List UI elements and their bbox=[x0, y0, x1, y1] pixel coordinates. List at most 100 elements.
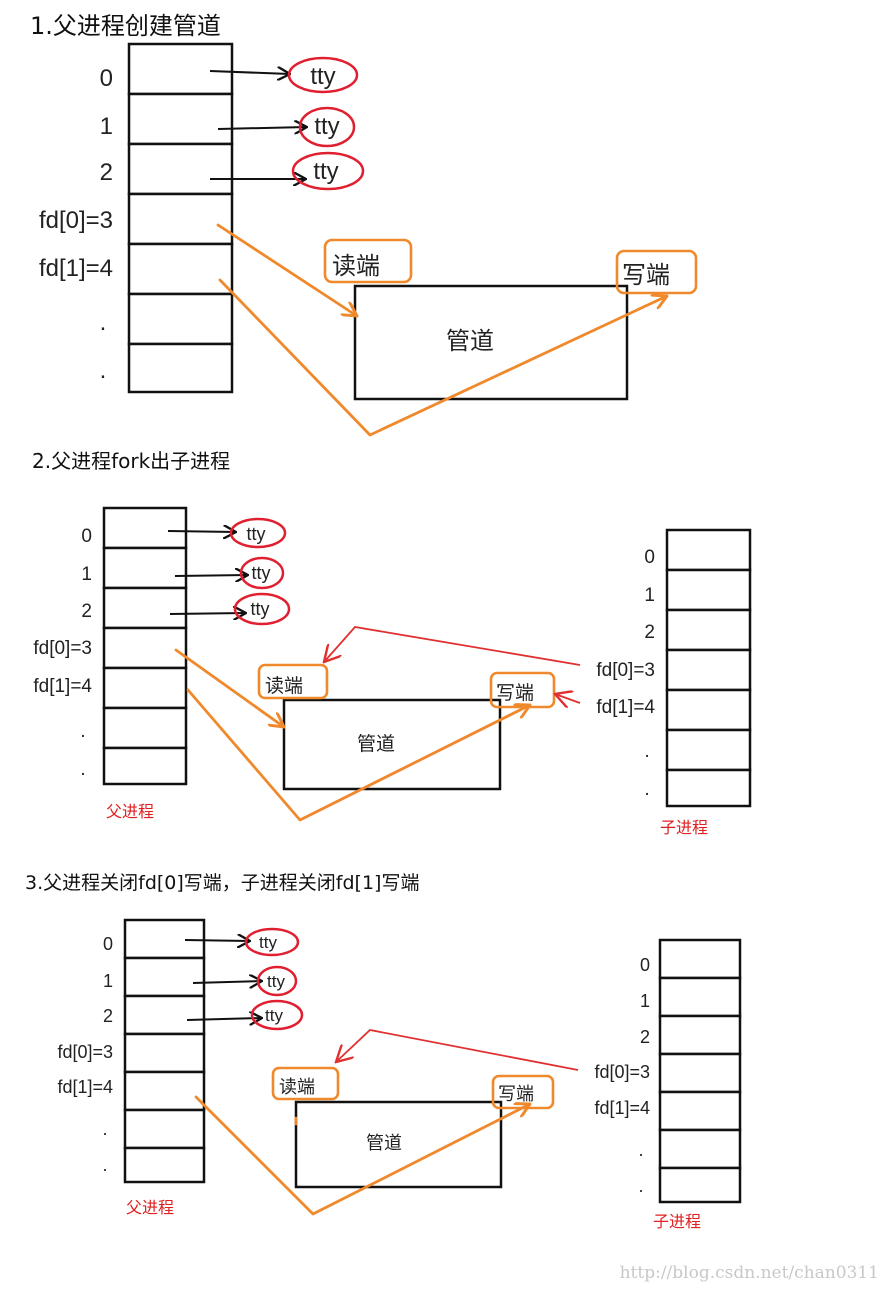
fd-label: fd[1]=4 bbox=[39, 255, 113, 282]
write-end-label: 写端 bbox=[498, 1084, 534, 1104]
step-2: 2.父进程fork出子进程 0 1 2 fd[0]=3 fd[1]=4 . . … bbox=[32, 449, 752, 837]
child-fd3-to-read-end-arrow bbox=[336, 1029, 579, 1071]
tty-label: tty bbox=[259, 933, 277, 952]
fd-label: 2 bbox=[100, 159, 113, 186]
fd-cell bbox=[127, 292, 234, 346]
arrow-to-tty bbox=[209, 71, 290, 74]
pipe-box bbox=[353, 284, 629, 401]
child-fd-table bbox=[665, 528, 752, 808]
fd-cell bbox=[123, 994, 206, 1036]
fd-label: 1 bbox=[81, 564, 92, 585]
tty-label: tty bbox=[310, 63, 335, 90]
parent-fd-table bbox=[123, 918, 206, 1184]
fd-cell bbox=[658, 976, 742, 1018]
arrow-to-tty bbox=[192, 981, 262, 983]
fd-cell bbox=[127, 92, 234, 146]
pipe-box bbox=[294, 1100, 503, 1189]
step-title: 3.父进程关闭fd[0]写端，子进程关闭fd[1]写端 bbox=[25, 872, 419, 894]
fd-cell bbox=[123, 1108, 206, 1150]
read-end-label: 读端 bbox=[332, 253, 380, 280]
fd-label: 1 bbox=[103, 971, 113, 991]
fd-cell bbox=[658, 1166, 742, 1204]
fd-label: 2 bbox=[640, 1027, 650, 1047]
fd-label: 2 bbox=[644, 622, 655, 643]
tty-circle bbox=[244, 927, 300, 957]
fd-label: . bbox=[638, 1176, 643, 1196]
tty-label: tty bbox=[250, 599, 269, 619]
fd-cell bbox=[127, 242, 234, 296]
fd-cell bbox=[658, 1014, 742, 1056]
pipe-label: 管道 bbox=[357, 733, 395, 755]
parent-fd-table bbox=[102, 506, 188, 786]
arrow-to-tty bbox=[169, 613, 246, 614]
tty-label: tty bbox=[251, 563, 270, 583]
pipe-label: 管道 bbox=[366, 1133, 402, 1153]
write-end-box bbox=[615, 249, 698, 295]
fd-cell bbox=[123, 918, 206, 960]
fd-label: . bbox=[102, 1155, 107, 1175]
fd-label: . bbox=[80, 721, 85, 742]
parent-process-label: 父进程 bbox=[126, 1198, 174, 1217]
tty-label: tty bbox=[313, 158, 338, 185]
parent-fd-table bbox=[127, 42, 234, 394]
arrow-to-tty bbox=[174, 575, 248, 576]
read-end-label: 读端 bbox=[265, 675, 303, 697]
fd-cell bbox=[123, 1032, 206, 1074]
fd-cell bbox=[102, 706, 188, 750]
fd-cell bbox=[127, 192, 234, 246]
fd-cell bbox=[658, 1128, 742, 1170]
fd-cell bbox=[665, 528, 752, 572]
fd-label: 1 bbox=[100, 113, 113, 140]
fd-label: 0 bbox=[644, 547, 655, 568]
fd-label: fd[0]=3 bbox=[33, 638, 92, 659]
fd-cell bbox=[102, 586, 188, 630]
step-title: 1.父进程创建管道 bbox=[30, 12, 221, 40]
read-end-label: 读端 bbox=[279, 1077, 315, 1097]
step-3: 3.父进程关闭fd[0]写端，子进程关闭fd[1]写端 0 1 2 fd[0]=… bbox=[25, 872, 742, 1231]
fd-cell bbox=[102, 626, 188, 670]
fd-label: . bbox=[100, 309, 107, 336]
tty-label: tty bbox=[246, 524, 265, 544]
fd-cell bbox=[127, 42, 234, 96]
tty-circle bbox=[233, 592, 291, 626]
child-process-label: 子进程 bbox=[653, 1212, 701, 1231]
fd-label: . bbox=[644, 741, 649, 762]
fd3-to-read-end-arrow bbox=[216, 223, 357, 316]
fd-cell bbox=[665, 568, 752, 612]
fd-cell bbox=[123, 1070, 206, 1112]
fd-label: . bbox=[638, 1140, 643, 1160]
fd-label: 1 bbox=[640, 991, 650, 1011]
pipe-label: 管道 bbox=[446, 328, 494, 355]
arrow-to-tty bbox=[186, 1018, 262, 1020]
arrow-to-tty bbox=[184, 940, 250, 941]
fd-label: 0 bbox=[103, 934, 113, 954]
fd3-to-read-end-arrow bbox=[174, 648, 284, 727]
arrow-to-tty bbox=[167, 531, 236, 532]
fd-label: 0 bbox=[100, 65, 113, 92]
fd-cell bbox=[127, 142, 234, 196]
fd-cell bbox=[658, 1090, 742, 1132]
child-fd-table bbox=[658, 938, 742, 1204]
fd-label: 2 bbox=[103, 1006, 113, 1026]
fd-label: . bbox=[102, 1119, 107, 1139]
child-fd3-to-read-end-arrow bbox=[324, 626, 581, 666]
watermark: http://blog.csdn.net/chan0311 bbox=[620, 1263, 879, 1283]
child-process-label: 子进程 bbox=[660, 818, 708, 837]
tty-label: tty bbox=[314, 113, 339, 140]
fd4-to-write-end-arrow bbox=[218, 278, 667, 437]
tty-circle bbox=[239, 556, 285, 590]
tty-label: tty bbox=[267, 972, 285, 991]
fd-label: 2 bbox=[81, 601, 92, 622]
read-end-box bbox=[257, 663, 329, 700]
fd-label: . bbox=[80, 759, 85, 780]
read-end-box bbox=[323, 238, 413, 284]
parent-process-label: 父进程 bbox=[106, 802, 154, 821]
fd-cell bbox=[665, 608, 752, 652]
fd-cell bbox=[123, 1146, 206, 1184]
fd4-to-write-end-arrow bbox=[186, 688, 530, 822]
fd-label: fd[0]=3 bbox=[594, 1062, 650, 1082]
fd-label: fd[1]=4 bbox=[596, 697, 655, 718]
write-end-label: 写端 bbox=[622, 262, 670, 289]
fd-label: . bbox=[644, 779, 649, 800]
